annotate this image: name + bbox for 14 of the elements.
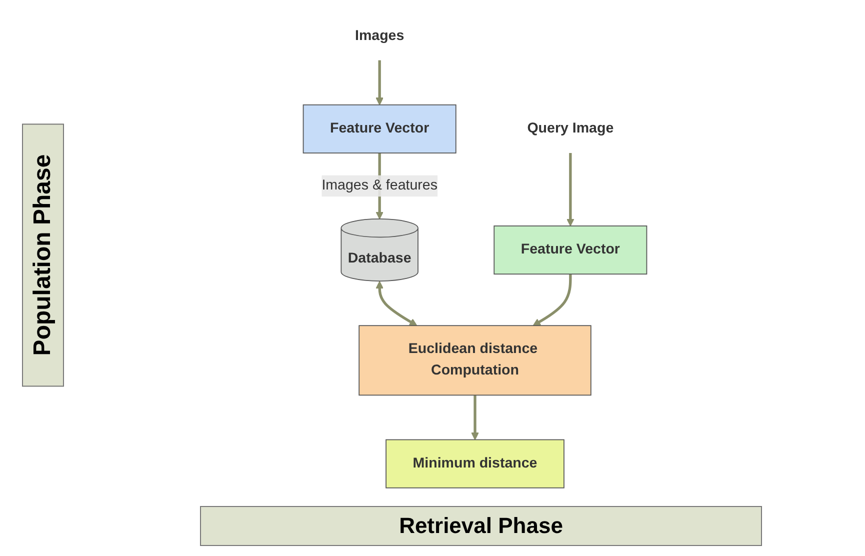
- arrow: [566, 153, 574, 226]
- phase-label: Retrieval Phase: [200, 506, 762, 546]
- node-box: Minimum distance: [386, 439, 564, 488]
- arrow: [376, 281, 418, 326]
- node-box: Feature Vector: [302, 104, 456, 154]
- arrow: [532, 274, 572, 326]
- node-text: Images: [355, 28, 404, 44]
- arrow: [471, 395, 479, 440]
- phase-label: Population Phase: [22, 123, 64, 387]
- node-text: Query Image: [527, 120, 614, 136]
- node-box: Euclidean distance Computation: [358, 325, 592, 396]
- node-box: Feature Vector: [494, 225, 648, 275]
- arrow: [376, 60, 384, 106]
- edge-label: Images & features: [322, 178, 438, 194]
